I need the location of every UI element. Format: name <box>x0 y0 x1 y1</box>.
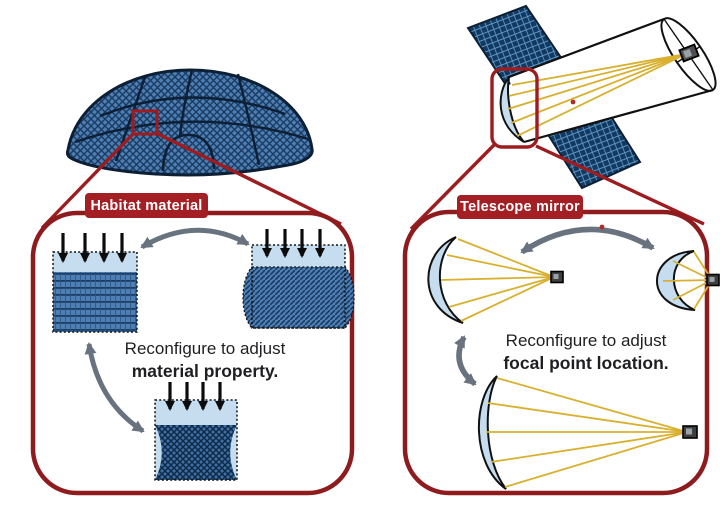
block-body <box>53 272 137 332</box>
load-arrows <box>165 382 225 411</box>
tube-detector <box>678 43 700 63</box>
telescope-caption: Reconfigure to adjust focal point locati… <box>486 329 686 375</box>
habitat-caption: Reconfigure to adjust material property. <box>103 337 307 383</box>
red-dot <box>599 224 605 230</box>
mirror-shallow-diagram <box>427 236 564 324</box>
dome-frame-lines <box>74 69 309 166</box>
material-block-bulged <box>242 229 355 329</box>
block-dotted-outline <box>251 244 346 329</box>
mirror-shape <box>427 236 464 324</box>
mirror-deep-diagram <box>656 250 720 311</box>
mirror-shape <box>656 250 696 311</box>
tube-focal-dot <box>570 99 576 105</box>
habitat-dome-illustration <box>40 68 342 230</box>
detector <box>550 270 564 284</box>
mirror-shape <box>478 375 507 490</box>
swap-arrow-side-right-panel <box>454 335 477 387</box>
detector <box>682 425 698 439</box>
material-block-pinched <box>154 382 238 481</box>
swap-arrow-side-left-panel <box>84 342 145 434</box>
telescope-tube-edges <box>508 17 714 144</box>
block-dotted-outline <box>154 399 238 481</box>
telescope-caption-line1: Reconfigure to adjust <box>505 331 667 350</box>
habitat-material-label: Habitat material <box>85 193 208 218</box>
material-block-layered <box>52 233 138 333</box>
light-rays <box>440 238 555 322</box>
primary-mirror <box>499 76 525 143</box>
swap-arrow-top-right-panel <box>520 226 655 255</box>
mirror-wide-diagram <box>478 375 698 490</box>
dome-door-arch <box>161 133 216 172</box>
telescope-mirror-label: Telescope mirror <box>457 195 583 219</box>
detector <box>706 273 720 287</box>
telescope-caption-line2: focal point location. <box>503 353 669 373</box>
block-body <box>155 425 237 480</box>
mirror-callout-lines <box>409 143 705 231</box>
load-arrows <box>58 233 127 263</box>
load-arrows <box>262 229 325 258</box>
swap-arrow-top-left-panel <box>140 227 250 250</box>
block-top-band <box>53 252 137 272</box>
block-dotted-outline <box>52 251 138 333</box>
habitat-caption-line1: Reconfigure to adjust <box>124 339 286 358</box>
light-rays <box>486 377 688 488</box>
dome-zoom-callout <box>131 109 159 136</box>
block-body <box>242 266 355 329</box>
telescope-satellite-illustration <box>409 4 717 231</box>
mirror-zoom-callout <box>490 67 539 149</box>
habitat-caption-line2: material property. <box>131 361 279 381</box>
dome-callout-lines <box>40 131 342 230</box>
telescope-tube-body <box>509 19 713 142</box>
